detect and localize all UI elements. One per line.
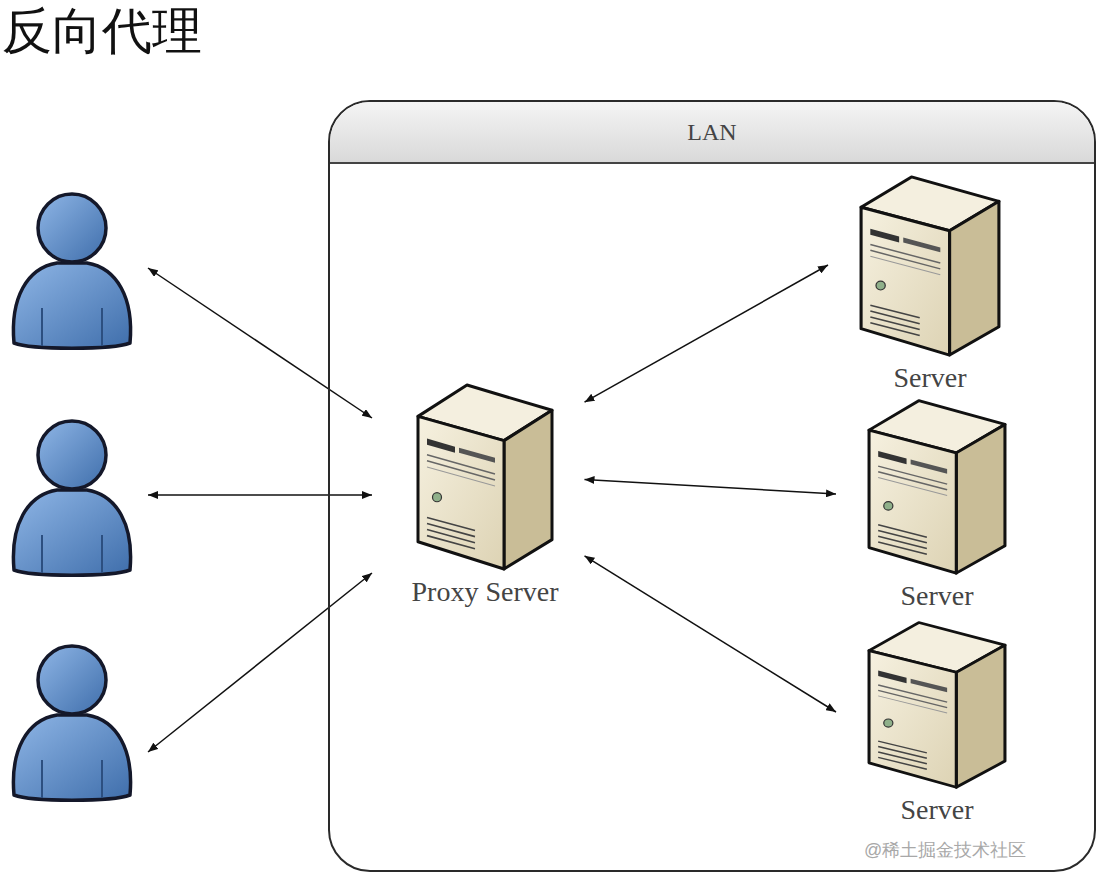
diagram-title: 反向代理 [2,4,202,59]
server-icon [415,380,555,572]
server-icon [866,396,1008,576]
proxy-connector [585,556,837,712]
server-label: Server [858,362,1002,394]
server-label: Server [866,580,1008,612]
server-label: Server [866,794,1008,826]
client-link [148,494,372,496]
client-link [148,268,372,418]
server-label: Proxy Server [408,576,563,608]
server-node: Server [866,618,1008,829]
server-node: Proxy Server [408,380,563,611]
client-icon [13,194,130,348]
watermark: @稀土掘金技术社区 [864,838,1026,862]
server-node: Server [858,172,1002,397]
client-icon [13,421,130,575]
client-icon [13,646,130,800]
proxy-connector [585,265,829,402]
region-header: LAN [330,102,1094,164]
client-link [148,573,372,752]
proxy-connector [585,480,837,495]
server-icon [866,618,1008,790]
server-icon [858,172,1002,358]
server-node: Server [866,396,1008,615]
region-title: LAN [687,119,736,146]
lan-region: LANProxy ServerServerServerServer [328,100,1096,872]
